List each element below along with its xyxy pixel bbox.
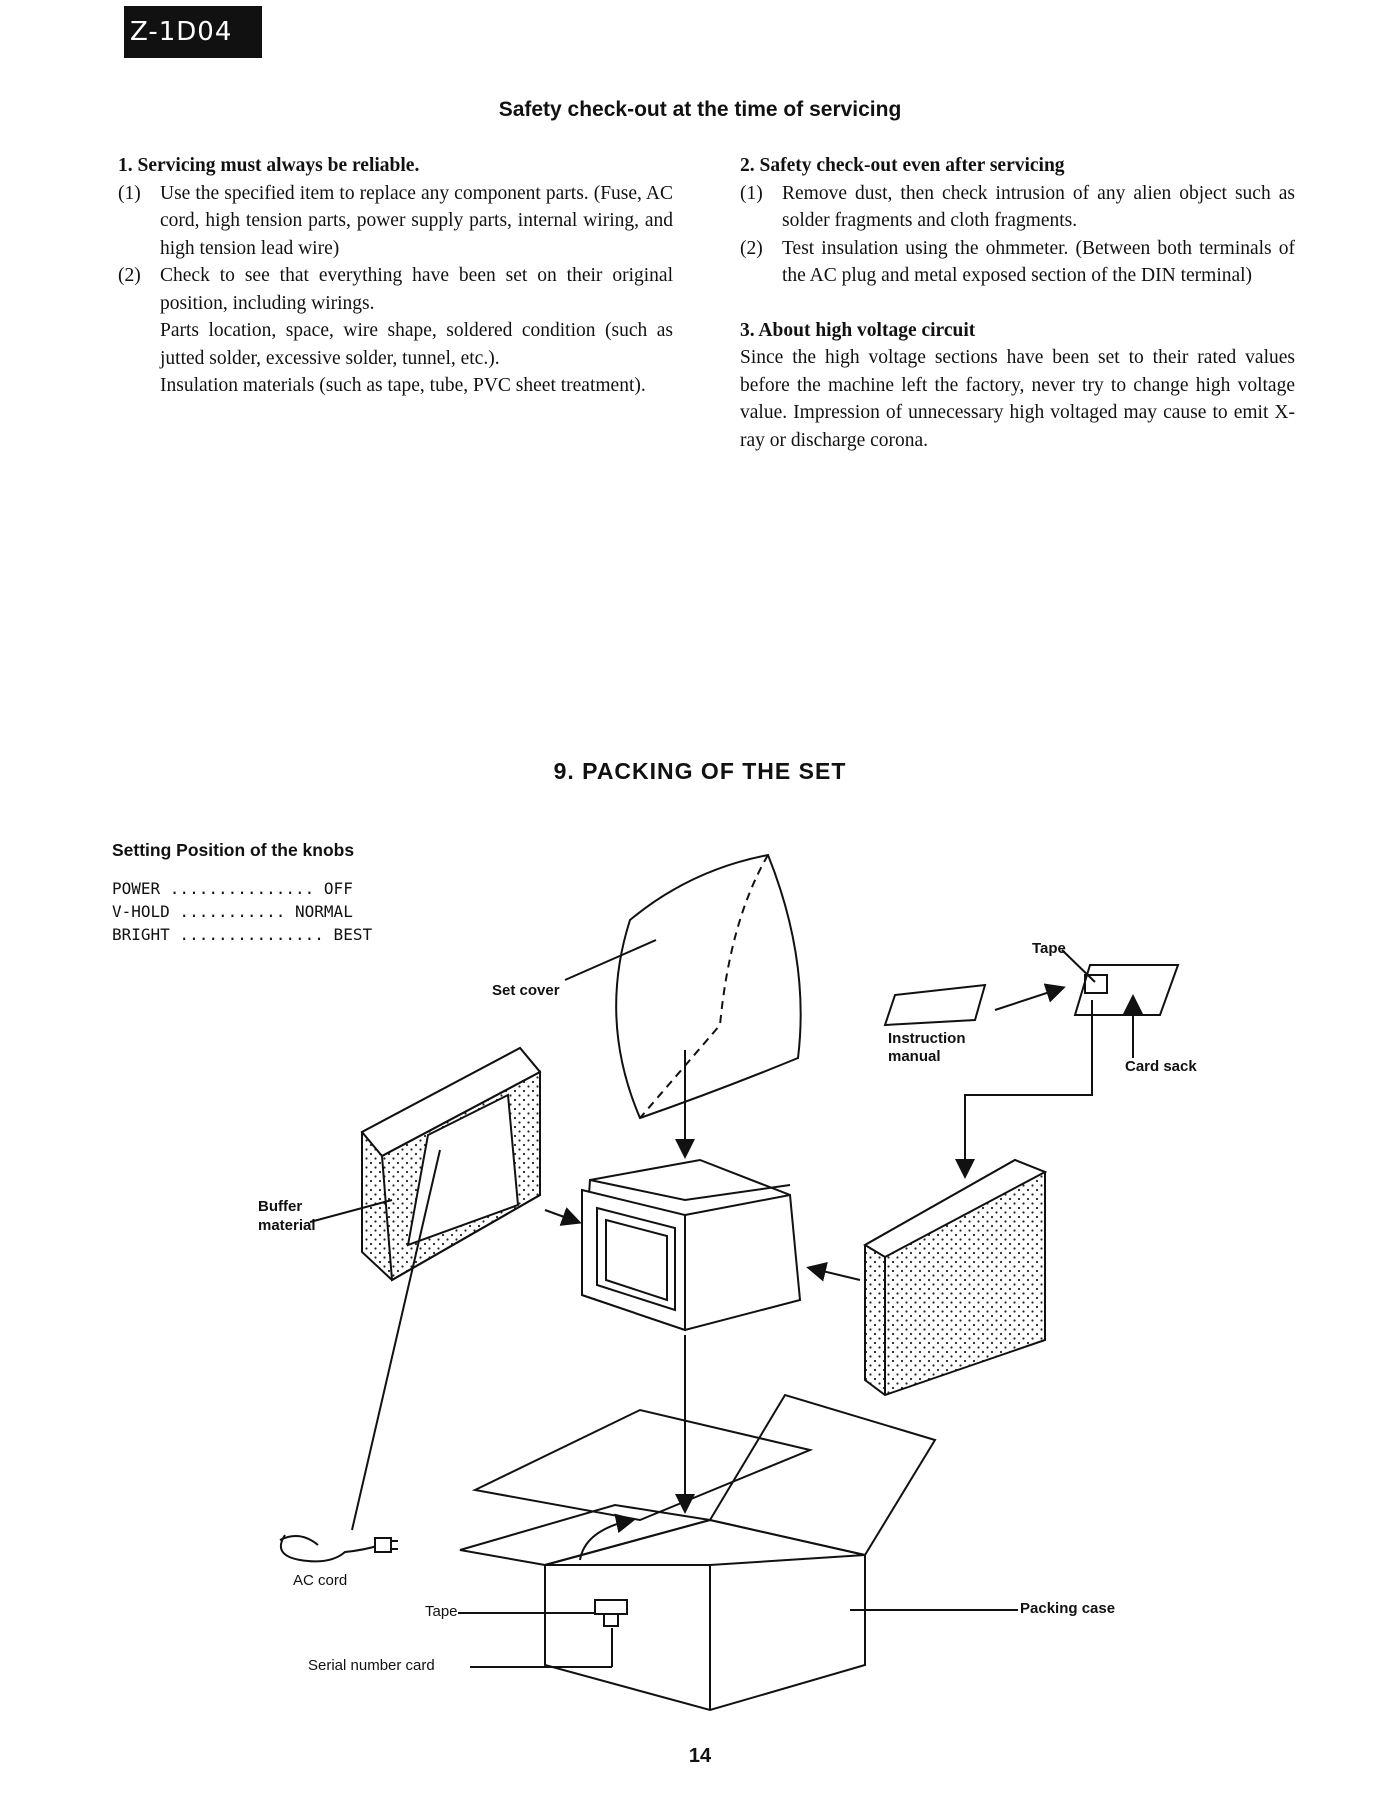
- packing-case-illustration: [459, 1393, 937, 1712]
- knob-row-bright: BRIGHT ............... BEST: [112, 925, 373, 944]
- label-tape-bottom: Tape: [425, 1603, 458, 1620]
- knob-settings-heading: Setting Position of the knobs: [112, 840, 355, 860]
- item-number: (1): [740, 182, 763, 204]
- label-tape-top: Tape: [1032, 940, 1066, 957]
- label-instruction: Instruction: [888, 1030, 966, 1047]
- knob-settings: Setting Position of the knobs POWER ....…: [112, 840, 372, 946]
- safety-column-right: 2. Safety check-out even after servicing…: [740, 152, 1295, 454]
- section-1-heading: 1. Servicing must always be reliable.: [118, 155, 420, 176]
- item-text: Use the specified item to replace any co…: [160, 182, 673, 259]
- section-3-text: Since the high voltage sections have bee…: [740, 347, 1295, 451]
- safety-title: Safety check-out at the time of servicin…: [498, 98, 902, 121]
- label-set-cover: Set cover: [492, 982, 560, 999]
- safety-column-left: 1. Servicing must always be reliable. (1…: [118, 152, 673, 400]
- section-1-item-2-continued: Parts location, space, wire shape, solde…: [160, 320, 673, 369]
- label-ac-cord: AC cord: [293, 1572, 348, 1589]
- model-tag: Z-1D04: [124, 6, 262, 58]
- section-1-item-2: (2) Check to see that everything have be…: [118, 262, 673, 317]
- item-number: (2): [118, 265, 141, 286]
- item-number: (1): [118, 182, 141, 204]
- section-2-heading: 2. Safety check-out even after servicing: [740, 155, 1065, 176]
- label-packing-case: Packing case: [1020, 1600, 1116, 1617]
- item-number: (2): [740, 237, 763, 259]
- packing-title: 9. PACKING OF THE SET: [553, 758, 847, 784]
- set-cover-illustration: [564, 853, 802, 1120]
- item-text: Check to see that everything have been s…: [160, 265, 673, 314]
- item-text: Remove dust, then check intrusion of any…: [782, 182, 1295, 232]
- section-2-item-1: (1) Remove dust, then check intrusion of…: [740, 180, 1295, 235]
- label-buffer: Buffer: [258, 1198, 303, 1215]
- ac-cord-illustration: [279, 1534, 398, 1563]
- card-sack-illustration: [1073, 964, 1180, 1058]
- item-text: Test insulation using the ohmmeter. (Bet…: [782, 237, 1295, 287]
- section-2-item-2: (2) Test insulation using the ohmmeter. …: [740, 235, 1295, 290]
- knob-row-v-hold: V-HOLD ........... NORMAL: [112, 902, 353, 921]
- section-1-item-1: (1) Use the specified item to replace an…: [118, 180, 673, 263]
- label-card-sack: Card sack: [1125, 1058, 1197, 1075]
- left-buffer-illustration: [309, 1046, 542, 1282]
- page-number: 14: [688, 1745, 712, 1767]
- monitor-illustration: [580, 1158, 802, 1332]
- knob-row-power: POWER ............... OFF: [112, 879, 353, 898]
- right-buffer-illustration: [863, 1158, 1048, 1397]
- label-serial-number-card: Serial number card: [308, 1657, 435, 1674]
- label-material: material: [258, 1217, 316, 1234]
- instruction-manual-illustration: [883, 983, 987, 1027]
- section-3-heading: 3. About high voltage circuit: [740, 319, 976, 341]
- label-manual: manual: [888, 1048, 941, 1065]
- section-1-item-2-continued: Insulation materials (such as tape, tube…: [160, 375, 646, 396]
